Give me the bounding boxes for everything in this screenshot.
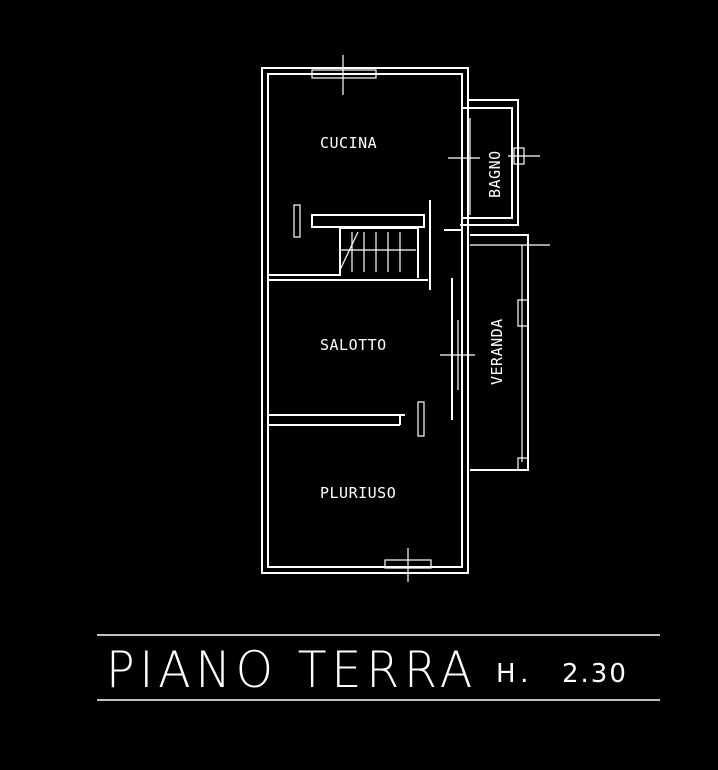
floor-title: PIANO TERRA — [106, 641, 478, 699]
top-window — [311, 55, 377, 95]
interior-partitions — [268, 200, 475, 437]
room-label-pluriuso: PLURIUSO — [320, 484, 396, 502]
height-label: H. — [496, 659, 534, 689]
staircase — [268, 214, 425, 278]
title-block: PIANO TERRA H. 2.30 — [100, 640, 660, 700]
veranda-annex — [470, 234, 550, 471]
room-label-veranda: VERANDA — [488, 318, 506, 385]
height-value: 2.30 — [562, 659, 628, 689]
room-label-salotto: SALOTTO — [320, 336, 387, 354]
exterior-walls — [261, 67, 469, 574]
room-label-cucina: CUCINA — [320, 134, 377, 152]
bottom-door — [384, 548, 432, 582]
room-label-bagno: BAGNO — [486, 150, 504, 198]
bathroom-annex — [448, 99, 540, 226]
